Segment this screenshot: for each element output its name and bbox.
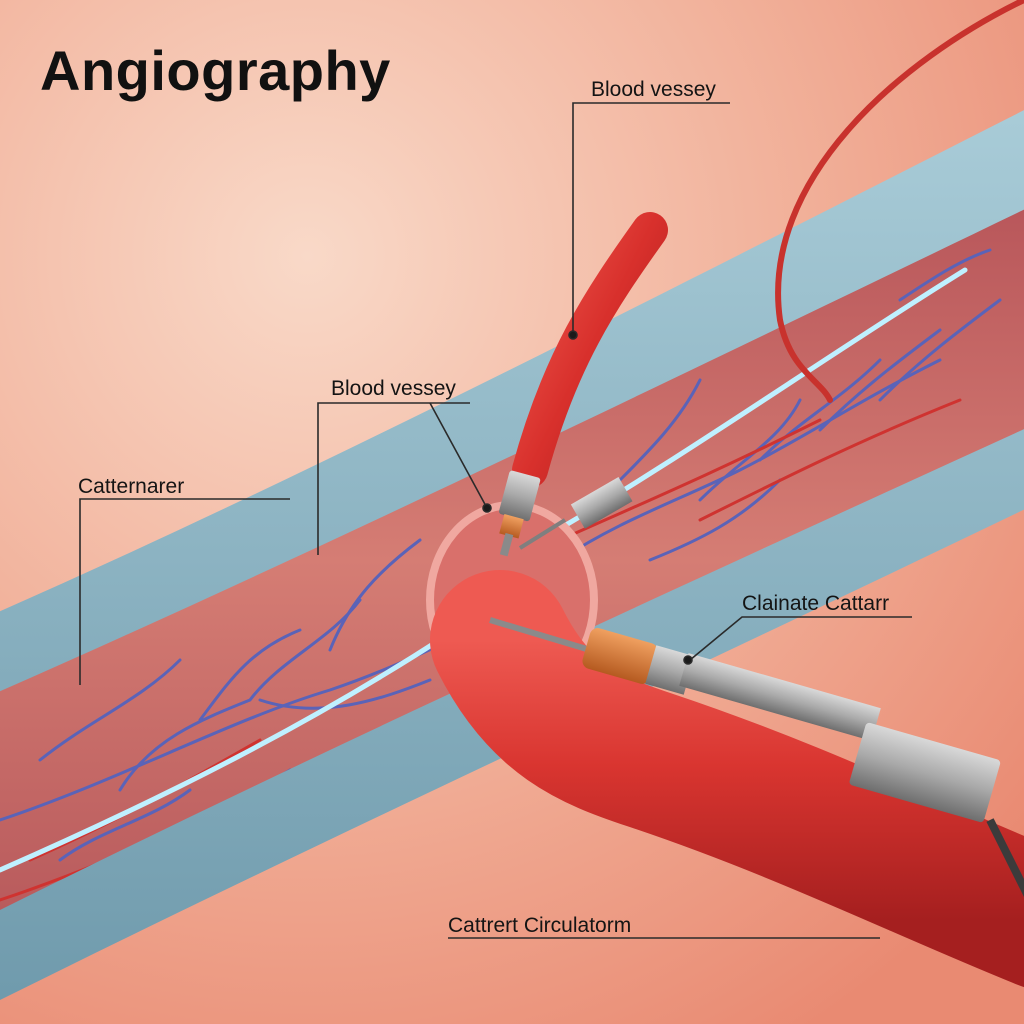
- right-catheter: [489, 617, 1024, 897]
- label-catheter-right: Clainate Cattarr: [742, 592, 890, 615]
- guidewire: [0, 617, 473, 873]
- leader-top: [572, 102, 730, 335]
- leader-lines: [79, 102, 912, 939]
- big-red-tube: [430, 570, 1024, 987]
- leader-right: [689, 616, 912, 661]
- label-blood-vessel-top: Blood vessey: [591, 78, 716, 101]
- label-catheter-left: Catternarer: [78, 475, 185, 498]
- upper-red-catheter: [512, 212, 668, 488]
- leader-mid: [317, 402, 470, 555]
- upper-instrument: [518, 477, 633, 550]
- page-title: Angiography: [40, 39, 391, 102]
- label-blood-vessel-mid: Blood vessey: [331, 377, 456, 400]
- upper-catheter-tip: [499, 470, 541, 557]
- label-circulation: Cattrert Circulatorm: [448, 914, 632, 937]
- thin-red-tube: [775, 0, 1024, 403]
- leader-left: [79, 498, 290, 685]
